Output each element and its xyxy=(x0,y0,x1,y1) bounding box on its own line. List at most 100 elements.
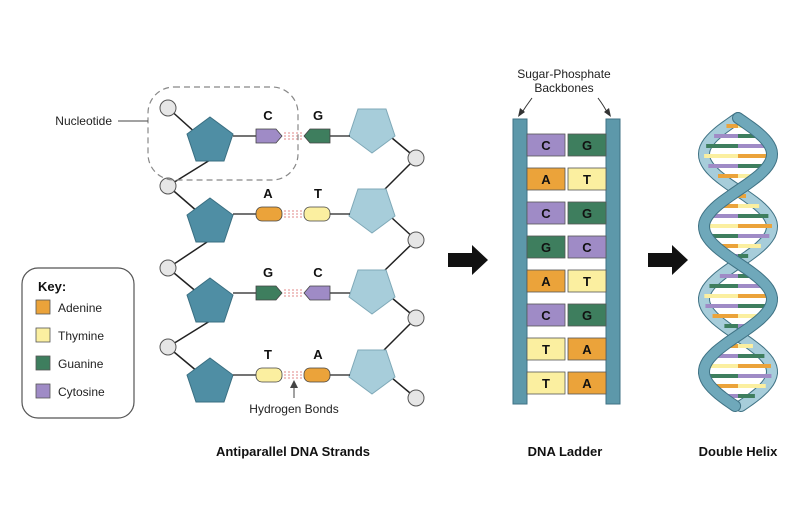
double-helix: Double Helix xyxy=(697,112,779,459)
sugar-pentagon xyxy=(348,269,396,315)
ladder-letter: A xyxy=(582,342,592,357)
ladder-base-g xyxy=(567,303,607,327)
phosphate-circle xyxy=(407,389,425,407)
ladder-base-a xyxy=(567,337,607,361)
sugar-pentagon xyxy=(348,349,396,395)
ladder-base-t xyxy=(526,337,566,361)
base-c xyxy=(303,285,331,301)
key-item-label: Adenine xyxy=(58,301,102,315)
sugar-base-links xyxy=(233,135,350,376)
phosphate-groups xyxy=(159,99,425,407)
left-sugars xyxy=(186,116,234,403)
strands-caption: Antiparallel DNA Strands xyxy=(216,444,370,459)
key-item-label: Guanine xyxy=(58,357,104,371)
ladder-letter: A xyxy=(541,172,551,187)
phosphate-circle xyxy=(159,259,177,277)
ladder-letter: T xyxy=(542,342,550,357)
ladder-letter: A xyxy=(541,274,551,289)
ladder-letter: C xyxy=(541,138,551,153)
ladder-base-g xyxy=(526,235,566,259)
ladder-caption: DNA Ladder xyxy=(528,444,603,459)
ladder-letter: C xyxy=(541,308,551,323)
base-letter: A xyxy=(313,347,323,362)
backbone-arrowhead-left xyxy=(518,108,525,117)
base-t xyxy=(255,367,283,383)
sugar-pentagon xyxy=(348,188,396,234)
ladder-letter: A xyxy=(582,376,592,391)
backbones-label-line1: Sugar-Phosphate xyxy=(517,67,611,81)
key-item-label: Cytosine xyxy=(58,385,105,399)
ladder-letter: G xyxy=(582,138,592,153)
phosphate-circle xyxy=(407,231,425,249)
left-backbone-rail xyxy=(512,118,528,405)
base-g xyxy=(255,285,283,301)
backbone-arrowhead-right xyxy=(604,108,611,117)
right-sugars xyxy=(348,108,396,395)
base-letter: G xyxy=(313,108,323,123)
key-swatch xyxy=(35,383,51,399)
key-swatch xyxy=(35,299,51,315)
helix-front-strand xyxy=(697,112,779,412)
right-arrow-icon xyxy=(648,245,688,275)
phosphate-circle xyxy=(407,309,425,327)
base-c xyxy=(255,128,283,144)
ladder-base-c xyxy=(526,201,566,225)
helix-caption: Double Helix xyxy=(699,444,779,459)
right-backbone-rail xyxy=(605,118,621,405)
phosphate-circle xyxy=(159,338,177,356)
sugar-pentagon xyxy=(186,277,234,323)
ladder-letter: T xyxy=(542,376,550,391)
ladder-letter: C xyxy=(582,240,592,255)
sugar-pentagon xyxy=(186,357,234,403)
backbones-label-line2: Backbones xyxy=(534,81,593,95)
ladder-letter: C xyxy=(541,206,551,221)
hydrogen-bonds-label: Hydrogen Bonds xyxy=(249,402,338,416)
antiparallel-strands: C G A T G C T A Nucleotide Hydrogen Bonds Antip… xyxy=(55,86,425,459)
ladder-base-t xyxy=(567,167,607,191)
ladder-base-c xyxy=(567,235,607,259)
phosphate-circle xyxy=(159,177,177,195)
ladder-base-g xyxy=(567,133,607,157)
sugar-pentagon xyxy=(186,116,234,162)
hydrogen-bonds-arrowhead xyxy=(290,380,298,388)
key-swatch xyxy=(35,327,51,343)
key-swatch xyxy=(35,355,51,371)
ladder-base-c xyxy=(526,133,566,157)
ladder-base-a xyxy=(567,371,607,395)
base-letter: T xyxy=(264,347,272,362)
key-item-label: Thymine xyxy=(58,329,104,343)
ladder-base-g xyxy=(567,201,607,225)
ladder-letter: T xyxy=(583,172,591,187)
base-letter: T xyxy=(314,186,322,201)
sugar-pentagon xyxy=(348,108,396,154)
ladder-base-c xyxy=(526,303,566,327)
base-g xyxy=(303,128,331,144)
ladder-base-a xyxy=(526,167,566,191)
ladder-letter: T xyxy=(583,274,591,289)
ladder-base-t xyxy=(526,371,566,395)
phosphate-circle xyxy=(407,149,425,167)
sugar-pentagon xyxy=(186,197,234,243)
base-t xyxy=(303,206,331,222)
base-letter: C xyxy=(313,265,323,280)
helix-strand-front xyxy=(698,113,778,411)
strand-bases: C G A T G C T A xyxy=(255,108,331,383)
ladder-letter: G xyxy=(582,308,592,323)
base-a xyxy=(303,367,331,383)
base-letter: A xyxy=(263,186,273,201)
base-letter: G xyxy=(263,265,273,280)
base-letter: C xyxy=(263,108,273,123)
right-arrow-icon xyxy=(448,245,488,275)
nucleotide-label: Nucleotide xyxy=(55,114,112,128)
key-title: Key: xyxy=(38,279,66,294)
ladder-letter: G xyxy=(541,240,551,255)
ladder-base-t xyxy=(567,269,607,293)
phosphate-circle xyxy=(159,99,177,117)
base-a xyxy=(255,206,283,222)
